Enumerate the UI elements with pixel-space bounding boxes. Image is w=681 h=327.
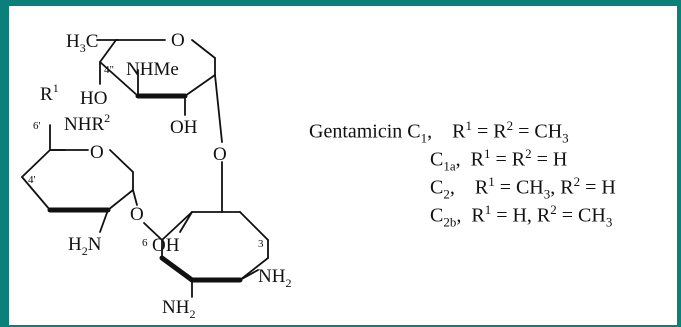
legend-sub: 3 [562, 130, 569, 146]
label-nh2-right: NH2 [258, 266, 291, 290]
bond [109, 149, 134, 173]
legend-tail: = H [531, 148, 568, 171]
label-r1: R1 [40, 81, 59, 105]
bond [159, 255, 195, 283]
legend-formula: , R [449, 176, 489, 199]
legend-mid: = R [490, 148, 526, 171]
label-oh-bottom: OH [152, 235, 180, 256]
bond [239, 257, 269, 281]
bond [99, 39, 117, 63]
label-nhr2: NHR2 [64, 111, 110, 135]
legend-rest: , R [550, 176, 574, 199]
legend-sup: 2 [550, 202, 557, 217]
legend-sub: 3 [605, 214, 613, 230]
legend-row-c1a: C1a, R1 = R2 = H [430, 146, 567, 175]
legend-name: C [430, 148, 444, 171]
legend-sub: 2 [443, 186, 450, 202]
legend-sub: 3 [543, 186, 551, 202]
bond [21, 176, 51, 211]
legend-formula: , R [427, 120, 466, 143]
legend-formula: , R [455, 148, 484, 171]
bond [191, 39, 216, 59]
bond [239, 269, 259, 281]
label-h3c: H3C [66, 31, 98, 55]
legend-name: C [430, 176, 444, 199]
legend-sup: 1 [484, 202, 492, 217]
label-position-3: 3 [258, 238, 264, 250]
legend-mid: = CH [494, 176, 544, 199]
legend-sup: 2 [573, 174, 581, 189]
label-ho: HO [80, 88, 107, 109]
legend-mid: = R [471, 120, 507, 143]
label-position-6: 6 [142, 237, 148, 249]
label-position-4pp: 4" [104, 64, 114, 76]
legend-name: Gentamicin C [309, 120, 421, 143]
bond [179, 211, 193, 233]
label-oh-top: OH [170, 117, 198, 138]
legend-tail: = H [580, 176, 616, 199]
legend-row-c2b: C2b, R1 = H, R2 = CH3 [430, 202, 612, 231]
bond [99, 61, 139, 97]
legend-sup: 1 [465, 118, 472, 133]
frame-border-top [0, 0, 681, 6]
label-bridge-oxygen-left: O [130, 204, 144, 225]
frame-border-left [0, 0, 9, 327]
bond [214, 74, 223, 143]
legend-row-c2: C2, R1 = CH3, R2 = H [430, 174, 616, 203]
label-ring-oxygen-top: O [171, 30, 185, 51]
legend-sub: 1 [420, 130, 428, 146]
bond [143, 222, 163, 241]
bond [184, 74, 216, 97]
label-h2n: H2N [68, 234, 102, 258]
legend-sub: 2b [443, 214, 457, 230]
frame-border-bottom [0, 325, 681, 327]
label-bridge-oxygen-right: O [213, 144, 227, 165]
legend-sup: 2 [506, 118, 514, 133]
label-nh2-bottom: NH2 [162, 297, 195, 321]
legend-tail: = CH [513, 120, 563, 143]
legend-sup: 1 [483, 146, 491, 161]
legend-sup: 2 [525, 146, 532, 161]
legend-formula: , R [456, 204, 485, 227]
frame-border-right [677, 0, 681, 327]
bond [21, 149, 51, 178]
bond [99, 209, 109, 233]
legend-sub: 1a [443, 158, 456, 174]
bond [107, 189, 134, 211]
label-nhme: NHMe [126, 59, 179, 80]
label-position-6p: 6' [33, 120, 41, 132]
legend-sup: 1 [488, 174, 495, 189]
legend-tail: = CH [556, 204, 606, 227]
bond [161, 211, 193, 241]
legend-mid: = H, R [491, 204, 551, 227]
legend-row-c1: Gentamicin C1, R1 = R2 = CH3 [309, 118, 569, 147]
label-position-4p: 4' [28, 174, 36, 186]
label-ring-oxygen-middle: O [90, 142, 104, 163]
bond [239, 211, 269, 241]
legend-name: C [430, 204, 444, 227]
bond [132, 189, 138, 206]
